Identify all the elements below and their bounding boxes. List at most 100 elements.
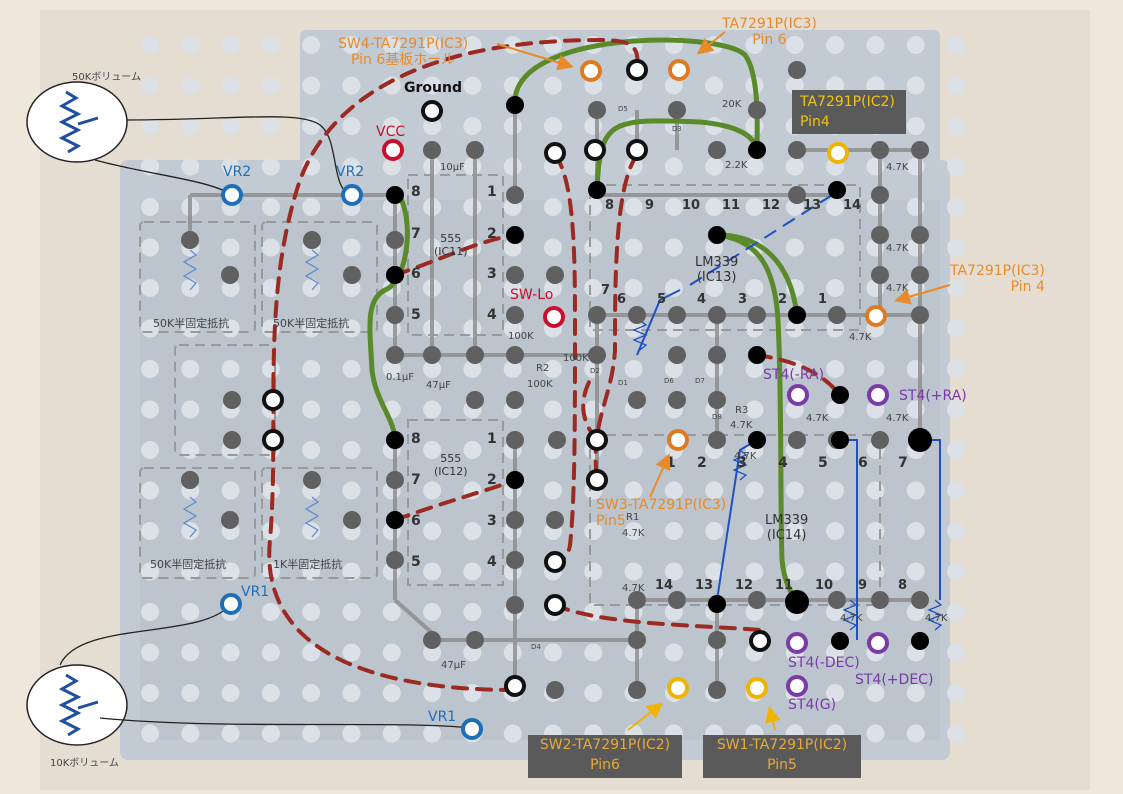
board-hole	[544, 481, 562, 500]
board-hole	[342, 724, 361, 743]
vol-50k-resistor-icon	[58, 90, 82, 154]
trimmer-3-label: 50K半固定抵抗	[150, 558, 227, 571]
board-hole	[906, 522, 925, 540]
board-hole	[947, 441, 965, 459]
board-hole	[141, 481, 159, 500]
board-hole	[302, 360, 321, 378]
board-hole	[826, 36, 845, 54]
component-pad	[871, 591, 889, 609]
board-hole	[826, 198, 845, 216]
ic11-pin-5: 5	[411, 307, 421, 323]
board-hole	[221, 643, 240, 662]
board-hole	[947, 36, 965, 54]
board-hole	[705, 198, 724, 216]
vcc-hole	[382, 139, 404, 161]
diode-d6: D6	[664, 377, 674, 385]
board-hole	[342, 684, 361, 702]
r47k-9: 4.7K	[622, 528, 645, 539]
board-hole	[906, 117, 925, 135]
ic14-pin-9: 9	[858, 578, 868, 593]
ic12-pin-4: 4	[487, 554, 497, 570]
ic12-pin-2: 2	[487, 472, 497, 488]
board-hole	[382, 603, 401, 621]
black-ring-hole	[544, 594, 566, 616]
vol-50k-label: 50Kボリューム	[72, 72, 141, 83]
board-hole	[664, 198, 683, 216]
component-pad	[708, 681, 726, 699]
trimmer-4-label: 1K半固定抵抗	[273, 558, 343, 571]
board-hole	[624, 76, 643, 95]
board-hole	[423, 522, 442, 540]
r22k-label: 2.2K	[725, 160, 748, 171]
ic12-pin-6: 6	[411, 513, 421, 529]
ic11-pin-1: 1	[487, 184, 497, 200]
board-hole	[664, 360, 683, 378]
board-hole	[664, 562, 683, 581]
board-hole	[745, 481, 764, 500]
board-hole	[261, 724, 280, 743]
ic14-label: LM339 (IC14)	[765, 513, 809, 543]
board-hole	[181, 603, 200, 621]
board-hole	[181, 157, 200, 176]
board-hole	[705, 562, 724, 581]
board-hole	[181, 36, 200, 54]
board-hole	[342, 481, 361, 500]
board-hole	[745, 36, 764, 54]
ic14-pin-5: 5	[818, 455, 828, 471]
ic14-pin-6: 6	[858, 455, 868, 471]
component-pad	[788, 61, 806, 79]
board-hole	[785, 562, 804, 581]
board-hole	[302, 643, 321, 662]
component-pad	[628, 306, 646, 324]
board-hole	[584, 522, 603, 540]
board-hole	[423, 603, 442, 621]
board-hole	[221, 76, 240, 95]
component-pad	[871, 431, 889, 449]
component-pad	[423, 631, 441, 649]
board-hole	[947, 724, 965, 743]
board-hole	[947, 76, 965, 95]
st4-minus-ra-hole	[787, 384, 809, 406]
board-hole	[342, 238, 361, 257]
ic3-pin4-hole	[865, 305, 887, 327]
ic13-pin-13: 13	[803, 198, 822, 213]
board-hole	[785, 522, 804, 540]
solder-point	[831, 431, 849, 449]
solder-point	[386, 266, 404, 284]
ic13-pin-14: 14	[843, 198, 862, 213]
board-hole	[261, 238, 280, 257]
trimmer-1-label: 50K半固定抵抗	[153, 317, 230, 330]
board-hole	[947, 279, 965, 297]
ic11-pin-2: 2	[487, 226, 497, 242]
component-pad	[506, 596, 524, 614]
component-pad	[221, 511, 239, 529]
board-hole	[584, 562, 603, 581]
component-pad	[911, 226, 929, 244]
board-hole	[463, 441, 482, 459]
vr2-left-label: VR2	[223, 164, 252, 180]
board-hole	[181, 724, 200, 743]
ic13-pin-7: 7	[601, 283, 611, 298]
ic13-pin-11: 11	[722, 198, 741, 213]
diode-d5: D5	[618, 105, 628, 113]
board-hole	[141, 400, 159, 419]
board-hole	[382, 117, 401, 135]
component-pad	[506, 266, 524, 284]
component-pad	[911, 591, 929, 609]
solder-point	[708, 595, 726, 613]
ic11-pin-6: 6	[411, 266, 421, 282]
board-hole	[705, 76, 724, 95]
st4-minus-ra-label: ST4(-RA)	[763, 367, 825, 383]
component-pad	[708, 346, 726, 364]
board-hole	[302, 36, 321, 54]
board-hole	[664, 279, 683, 297]
board-hole	[181, 643, 200, 662]
board-hole	[664, 238, 683, 257]
board-hole	[947, 238, 965, 257]
board-hole	[785, 319, 804, 338]
board-hole	[664, 76, 683, 95]
ic12-pin-8: 8	[411, 431, 421, 447]
board-hole	[544, 198, 562, 216]
board-hole	[826, 400, 845, 419]
board-hole	[745, 400, 764, 419]
